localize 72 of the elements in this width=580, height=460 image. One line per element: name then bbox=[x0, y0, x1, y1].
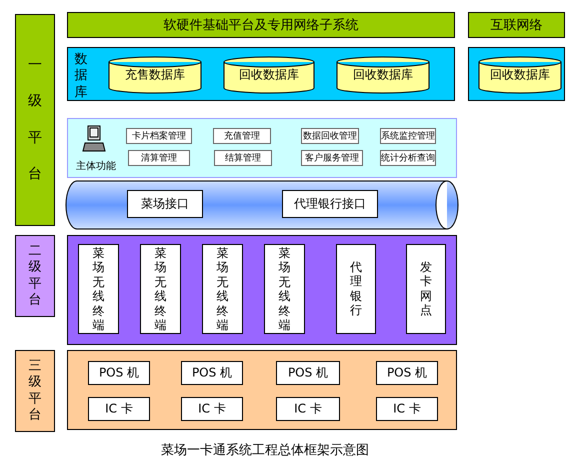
database-label: 回收数据库 bbox=[490, 66, 550, 84]
component-box bbox=[127, 190, 203, 218]
database-cylinder bbox=[223, 56, 315, 94]
component-label: POS 机 bbox=[192, 364, 232, 382]
function-label: 充值管理 bbox=[224, 130, 260, 142]
header-bar bbox=[67, 12, 455, 38]
function-panel bbox=[67, 118, 457, 178]
function-box bbox=[214, 150, 272, 166]
function-label: 客户服务管理 bbox=[305, 152, 359, 164]
terminal-label: 菜场无线终端 bbox=[154, 246, 167, 332]
level-label: 二级平台 bbox=[28, 244, 42, 308]
function-label: 结算管理 bbox=[225, 152, 261, 164]
component-label: POS 机 bbox=[98, 364, 140, 382]
terminal-box bbox=[202, 244, 243, 334]
database-label: 回收数据库 bbox=[353, 66, 413, 84]
function-box bbox=[126, 128, 192, 144]
header-title: 软硬件基础平台及专用网络子系统 bbox=[164, 17, 358, 34]
level-band bbox=[15, 350, 55, 432]
terminal-label: 菜场无线终端 bbox=[92, 246, 105, 332]
terminal-label: 代理银行 bbox=[350, 260, 362, 318]
database-panel bbox=[468, 47, 565, 101]
component-label: 菜场接口 bbox=[141, 196, 189, 212]
terminal-label: 发卡网点 bbox=[420, 260, 432, 318]
header-bar bbox=[468, 12, 565, 38]
database-cylinder bbox=[108, 56, 202, 94]
device-panel bbox=[67, 350, 457, 430]
component-label: IC 卡 bbox=[294, 400, 322, 418]
interface-pipe bbox=[65, 180, 460, 230]
component-box bbox=[282, 190, 378, 218]
terminal-label: 菜场无线终端 bbox=[216, 246, 229, 332]
function-label: 数据回收管理 bbox=[303, 130, 357, 142]
database-cylinder bbox=[478, 56, 562, 94]
component-box bbox=[376, 397, 438, 421]
component-label: IC 卡 bbox=[393, 400, 421, 418]
function-label: 统计分析查询 bbox=[381, 152, 435, 164]
function-box bbox=[301, 150, 363, 166]
component-label: IC 卡 bbox=[105, 400, 133, 418]
terminal-box bbox=[78, 244, 119, 334]
level-band bbox=[15, 14, 55, 226]
header-title: 互联网络 bbox=[490, 17, 542, 34]
terminal-box bbox=[406, 244, 446, 334]
panel-label: 数据库 bbox=[74, 52, 88, 101]
function-label: 清算管理 bbox=[141, 152, 177, 164]
component-box bbox=[88, 397, 150, 421]
component-label: POS 机 bbox=[288, 364, 328, 382]
figure-caption: 菜场一卡通系统工程总体框架示意图 bbox=[160, 442, 370, 459]
terminal-box bbox=[140, 244, 181, 334]
function-box bbox=[128, 150, 190, 166]
level-label: 三级平台 bbox=[28, 358, 42, 424]
component-box bbox=[181, 397, 243, 421]
database-label: 充售数据库 bbox=[125, 66, 185, 84]
function-box bbox=[213, 128, 271, 144]
terminal-box bbox=[336, 244, 376, 334]
terminal-label: 菜场无线终端 bbox=[278, 246, 291, 332]
level-band bbox=[15, 235, 55, 317]
database-label: 回收数据库 bbox=[239, 66, 299, 84]
database-cylinder bbox=[336, 56, 430, 94]
terminal-box bbox=[264, 244, 305, 334]
component-box bbox=[181, 361, 243, 385]
component-label: POS 机 bbox=[386, 364, 428, 382]
component-box bbox=[88, 361, 150, 385]
database-panel bbox=[67, 47, 455, 101]
component-box bbox=[376, 361, 438, 385]
function-label: 系统监控管理 bbox=[381, 130, 435, 142]
level-label: 一级平台 bbox=[28, 56, 42, 184]
component-label: IC 卡 bbox=[198, 400, 226, 418]
component-label: 代理银行接口 bbox=[294, 196, 366, 212]
terminal-panel bbox=[67, 235, 457, 345]
panel-label: 主体功能 bbox=[76, 160, 116, 173]
function-label: 卡片档案管理 bbox=[132, 130, 186, 142]
component-box bbox=[276, 361, 340, 385]
component-box bbox=[276, 397, 340, 421]
